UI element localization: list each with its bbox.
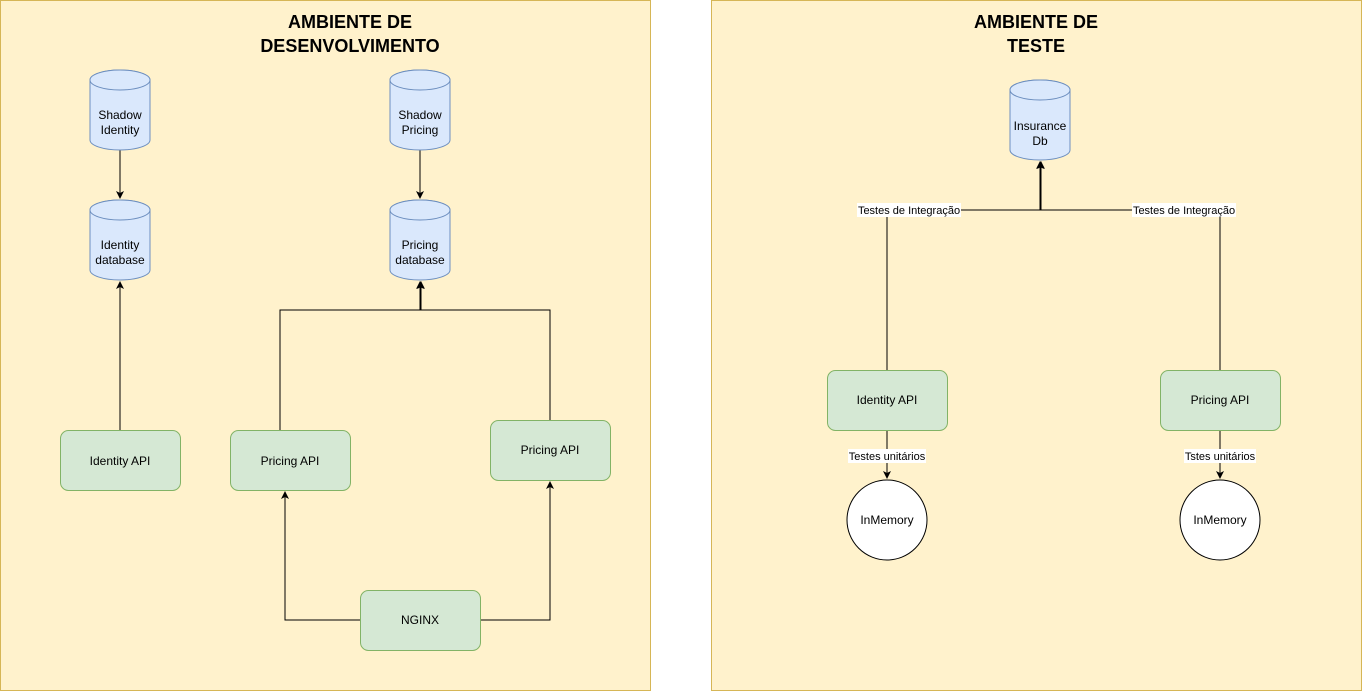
test-identity-api-label: Identity API xyxy=(857,393,918,407)
inmemory-1-node[interactable]: InMemory xyxy=(846,479,928,561)
inmemory-2-label: InMemory xyxy=(1193,513,1246,527)
pricing-database-label-line1: Pricing xyxy=(402,238,439,252)
insurance-db-label-line2: Db xyxy=(1032,134,1048,148)
insurance-db[interactable]: Insurance Db xyxy=(1009,79,1071,161)
edge-nginx-to-pricing-api-2 xyxy=(480,481,554,621)
shadow-pricing-label-line1: Shadow xyxy=(398,108,442,122)
unit-right-text: Tstes unitários xyxy=(1185,451,1256,463)
dev-pricing-api-1-box[interactable]: Pricing API xyxy=(230,430,351,491)
pricing-database[interactable]: Pricing database xyxy=(389,199,451,281)
pricing-database-label-line2: database xyxy=(395,253,445,267)
test-identity-api-box[interactable]: Identity API xyxy=(827,370,948,431)
shadow-pricing-db[interactable]: Shadow Pricing xyxy=(389,69,451,151)
test-pricing-api-box[interactable]: Pricing API xyxy=(1160,370,1281,431)
test-pricing-api-label: Pricing API xyxy=(1191,393,1250,407)
identity-database-label-line2: database xyxy=(95,253,145,267)
edge-nginx-to-pricing-api-1 xyxy=(281,491,360,621)
edge-label-unit-right: Tstes unitários xyxy=(1184,449,1256,463)
edge-pricing-api-1-to-pricing-db xyxy=(279,281,424,430)
dev-pricing-api-2-label: Pricing API xyxy=(521,443,580,457)
dev-panel-title-line2: DESENVOLVIMENTO xyxy=(260,36,439,56)
inmemory-1-label: InMemory xyxy=(860,513,913,527)
test-panel-title-line1: AMBIENTE DE xyxy=(974,12,1098,32)
shadow-identity-label-line2: Identity xyxy=(101,123,140,137)
dev-pricing-api-1-label: Pricing API xyxy=(261,454,320,468)
integration-right-text: Testes de Integração xyxy=(1133,205,1235,217)
nginx-label: NGINX xyxy=(401,613,439,627)
unit-left-text: Testes unitários xyxy=(849,451,926,463)
identity-database[interactable]: Identity database xyxy=(89,199,151,281)
inmemory-2-node[interactable]: InMemory xyxy=(1179,479,1261,561)
integration-left-text: Testes de Integração xyxy=(858,205,960,217)
shadow-pricing-label-line2: Pricing xyxy=(402,123,439,137)
dev-pricing-api-2-box[interactable]: Pricing API xyxy=(490,420,611,481)
edge-label-unit-left: Testes unitários xyxy=(848,449,926,463)
shadow-identity-label-line1: Shadow xyxy=(98,108,142,122)
test-panel-title-line2: TESTE xyxy=(1007,36,1065,56)
edge-test-identity-api-to-insurance-db xyxy=(886,161,1044,370)
edge-label-integration-right: Testes de Integração xyxy=(1132,203,1236,217)
nginx-box[interactable]: NGINX xyxy=(360,590,481,651)
dev-identity-api-label: Identity API xyxy=(90,454,151,468)
edge-test-pricing-api-to-insurance-db xyxy=(1037,161,1221,370)
shadow-identity-db[interactable]: Shadow Identity xyxy=(89,69,151,151)
dev-identity-api-box[interactable]: Identity API xyxy=(60,430,181,491)
edge-label-integration-left: Testes de Integração xyxy=(857,203,961,217)
dev-panel-title-line1: AMBIENTE DE xyxy=(288,12,412,32)
insurance-db-label-line1: Insurance xyxy=(1014,119,1067,133)
identity-database-label-line1: Identity xyxy=(101,238,140,252)
edge-pricing-api-2-to-pricing-db xyxy=(417,281,551,420)
